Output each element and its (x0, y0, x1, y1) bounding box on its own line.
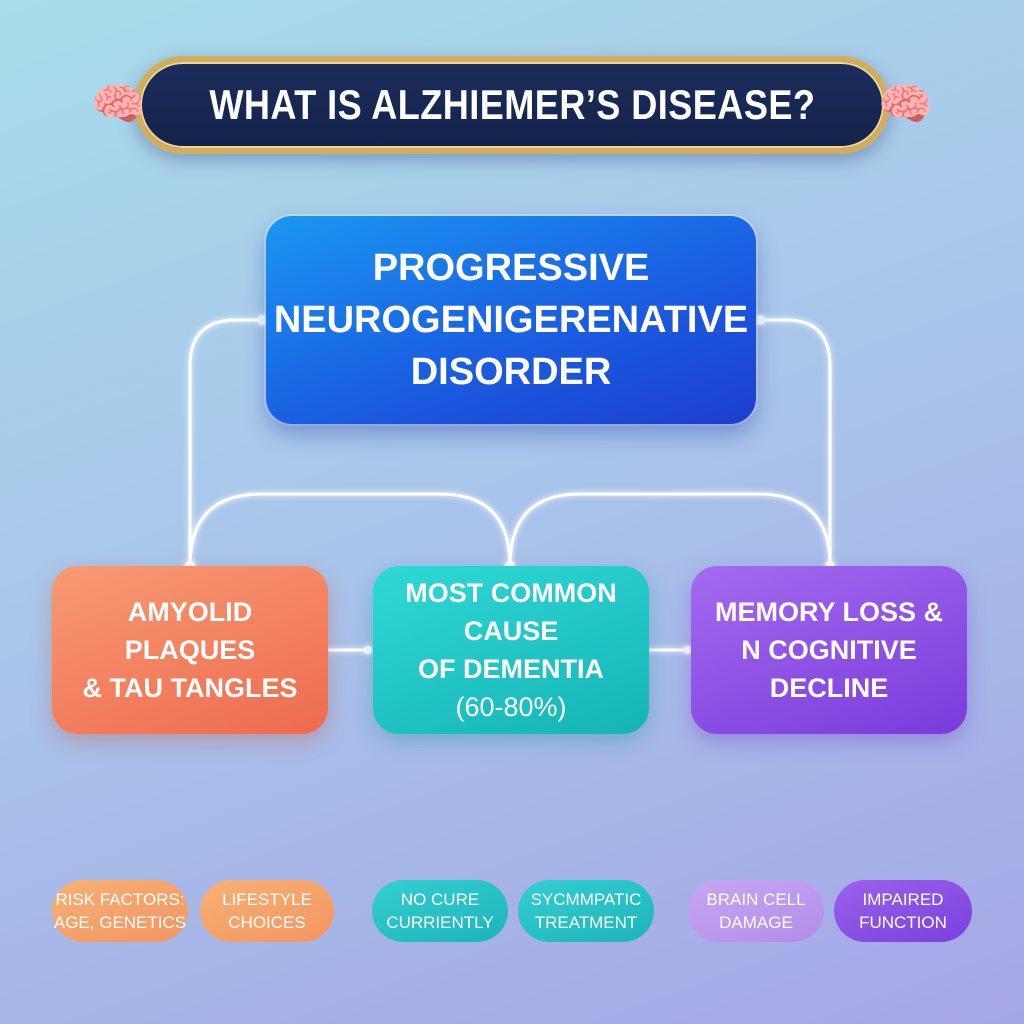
pill-line: LIFESTYLE (222, 890, 312, 909)
box-line: (60-80%) (455, 692, 567, 722)
connector-dot (755, 315, 765, 325)
connector-arch-right (508, 492, 832, 568)
pill-line: CHOICES (228, 913, 306, 932)
pill-line: IMPAIRED (862, 890, 944, 909)
connector-dot (257, 315, 267, 325)
connector-dot (364, 646, 372, 654)
box-line: & TAU TANGLES (82, 673, 298, 703)
pill-line: RISK FACTORS: (55, 890, 185, 909)
pill-symptomatic-treatment: SYCMMPATIC TREATMENT (518, 880, 654, 942)
page-title: WHAT IS ALZHIEMER’S DISEASE? (208, 81, 816, 128)
pill-impaired-function: IMPAIRED FUNCTION (834, 880, 972, 942)
memory-loss-box: MEMORY LOSS & N COGNITIVE DECLINE (691, 566, 967, 734)
connector-main-right (758, 318, 832, 568)
pill-brain-cell-damage: BRAIN CELL DAMAGE (688, 880, 824, 942)
pill-line: BRAIN CELL (706, 890, 806, 909)
pill-line: NO CURE (400, 890, 480, 909)
main-concept-box: PROGRESSIVE NEUROGENIGERENATIVE DISORDER (266, 216, 756, 424)
connector-main-left (188, 318, 264, 568)
pill-lifestyle-choices: LIFESTYLE CHOICES (200, 880, 334, 942)
common-cause-box: MOST COMMON CAUSE OF DEMENTIA (60-80%) (373, 566, 649, 734)
connector-dot (684, 646, 692, 654)
pill-no-cure: NO CURE CURRIENTLY (372, 880, 508, 942)
box-line: AMYOLID PLAQUES (124, 597, 256, 665)
pill-line: AGE, GENETICS (53, 913, 187, 932)
amyloid-plaques-box: AMYOLID PLAQUES & TAU TANGLES (52, 566, 328, 734)
main-box-line: NEUROGENIGERENATIVE (273, 299, 749, 341)
brain-icon: 🧠 (878, 80, 934, 129)
box-line: OF DEMENTIA (418, 654, 604, 684)
main-box-line: PROGRESSIVE (372, 247, 650, 289)
pill-line: CURRIENTLY (386, 913, 494, 932)
box-line: N COGNITIVE DECLINE (741, 635, 917, 703)
title-banner: 🧠 WHAT IS ALZHIEMER’S DISEASE? 🧠 (91, 56, 933, 154)
pill-risk-factors: RISK FACTORS: AGE, GENETICS (52, 880, 188, 942)
pill-line: SYCMMPATIC (530, 890, 642, 909)
connector-arch-left (188, 492, 512, 568)
box-line: MEMORY LOSS & (714, 597, 944, 627)
pill-line: FUNCTION (859, 913, 947, 932)
box-line: MOST COMMON CAUSE (405, 578, 617, 646)
pill-line: DAMAGE (719, 913, 793, 932)
main-box-line: DISORDER (410, 351, 612, 393)
brain-icon: 🧠 (90, 80, 146, 129)
pill-line: TREATMENT (534, 913, 638, 932)
